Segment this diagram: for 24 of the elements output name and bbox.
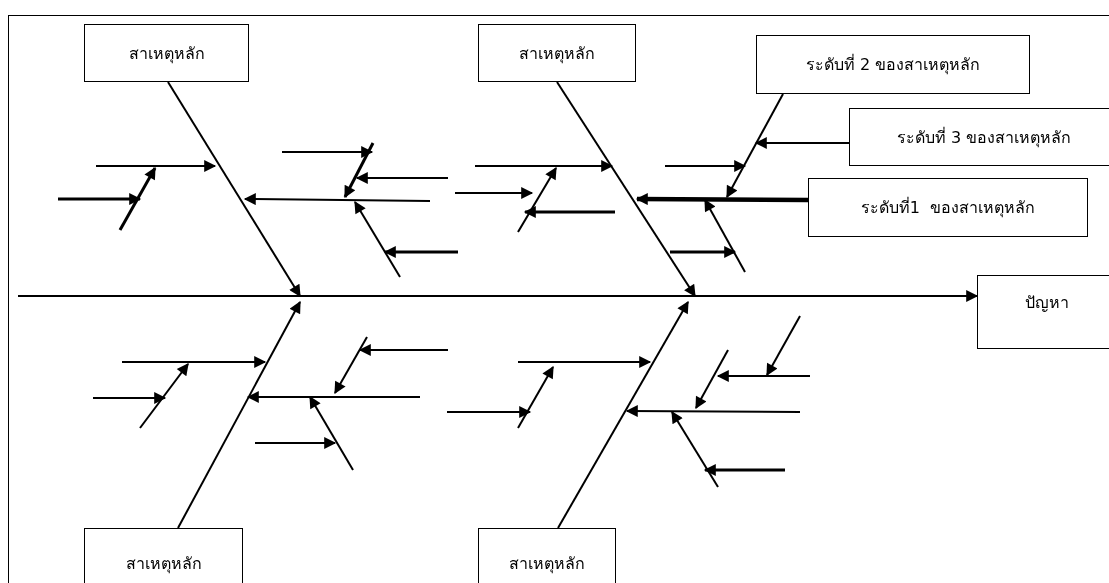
bone-arrow (167, 81, 301, 297)
cause-box (84, 24, 249, 82)
problem-box (977, 275, 1109, 349)
box-label: ระดับที่ 2 ของสาเหตุหลัก (805, 53, 981, 77)
bone-arrow (177, 300, 301, 529)
box-label: สาเหตุหลัก (125, 552, 202, 576)
bone-arrow (556, 81, 696, 297)
bone-arrow (635, 193, 808, 206)
cause-box (84, 528, 243, 583)
box-label: ระดับที่ 3 ของสาเหตุหลัก (896, 126, 1072, 150)
cause-box (478, 528, 616, 583)
box-label: สาเหตุหลัก (128, 42, 205, 66)
bone-arrow (726, 93, 784, 199)
bone-arrow (754, 137, 850, 149)
cause-box (478, 24, 636, 82)
bone-arrow (557, 300, 689, 529)
box-label: สาเหตุหลัก (509, 552, 585, 576)
spine-arrow (17, 290, 979, 302)
box-label: ปัญหา (1025, 292, 1069, 314)
box-label: สาเหตุหลัก (519, 42, 595, 66)
cause-box (849, 108, 1109, 166)
cause-box (756, 35, 1030, 94)
box-label: ระดับที่1 ของสาเหตุหลัก (860, 196, 1036, 220)
cause-box (808, 178, 1088, 237)
